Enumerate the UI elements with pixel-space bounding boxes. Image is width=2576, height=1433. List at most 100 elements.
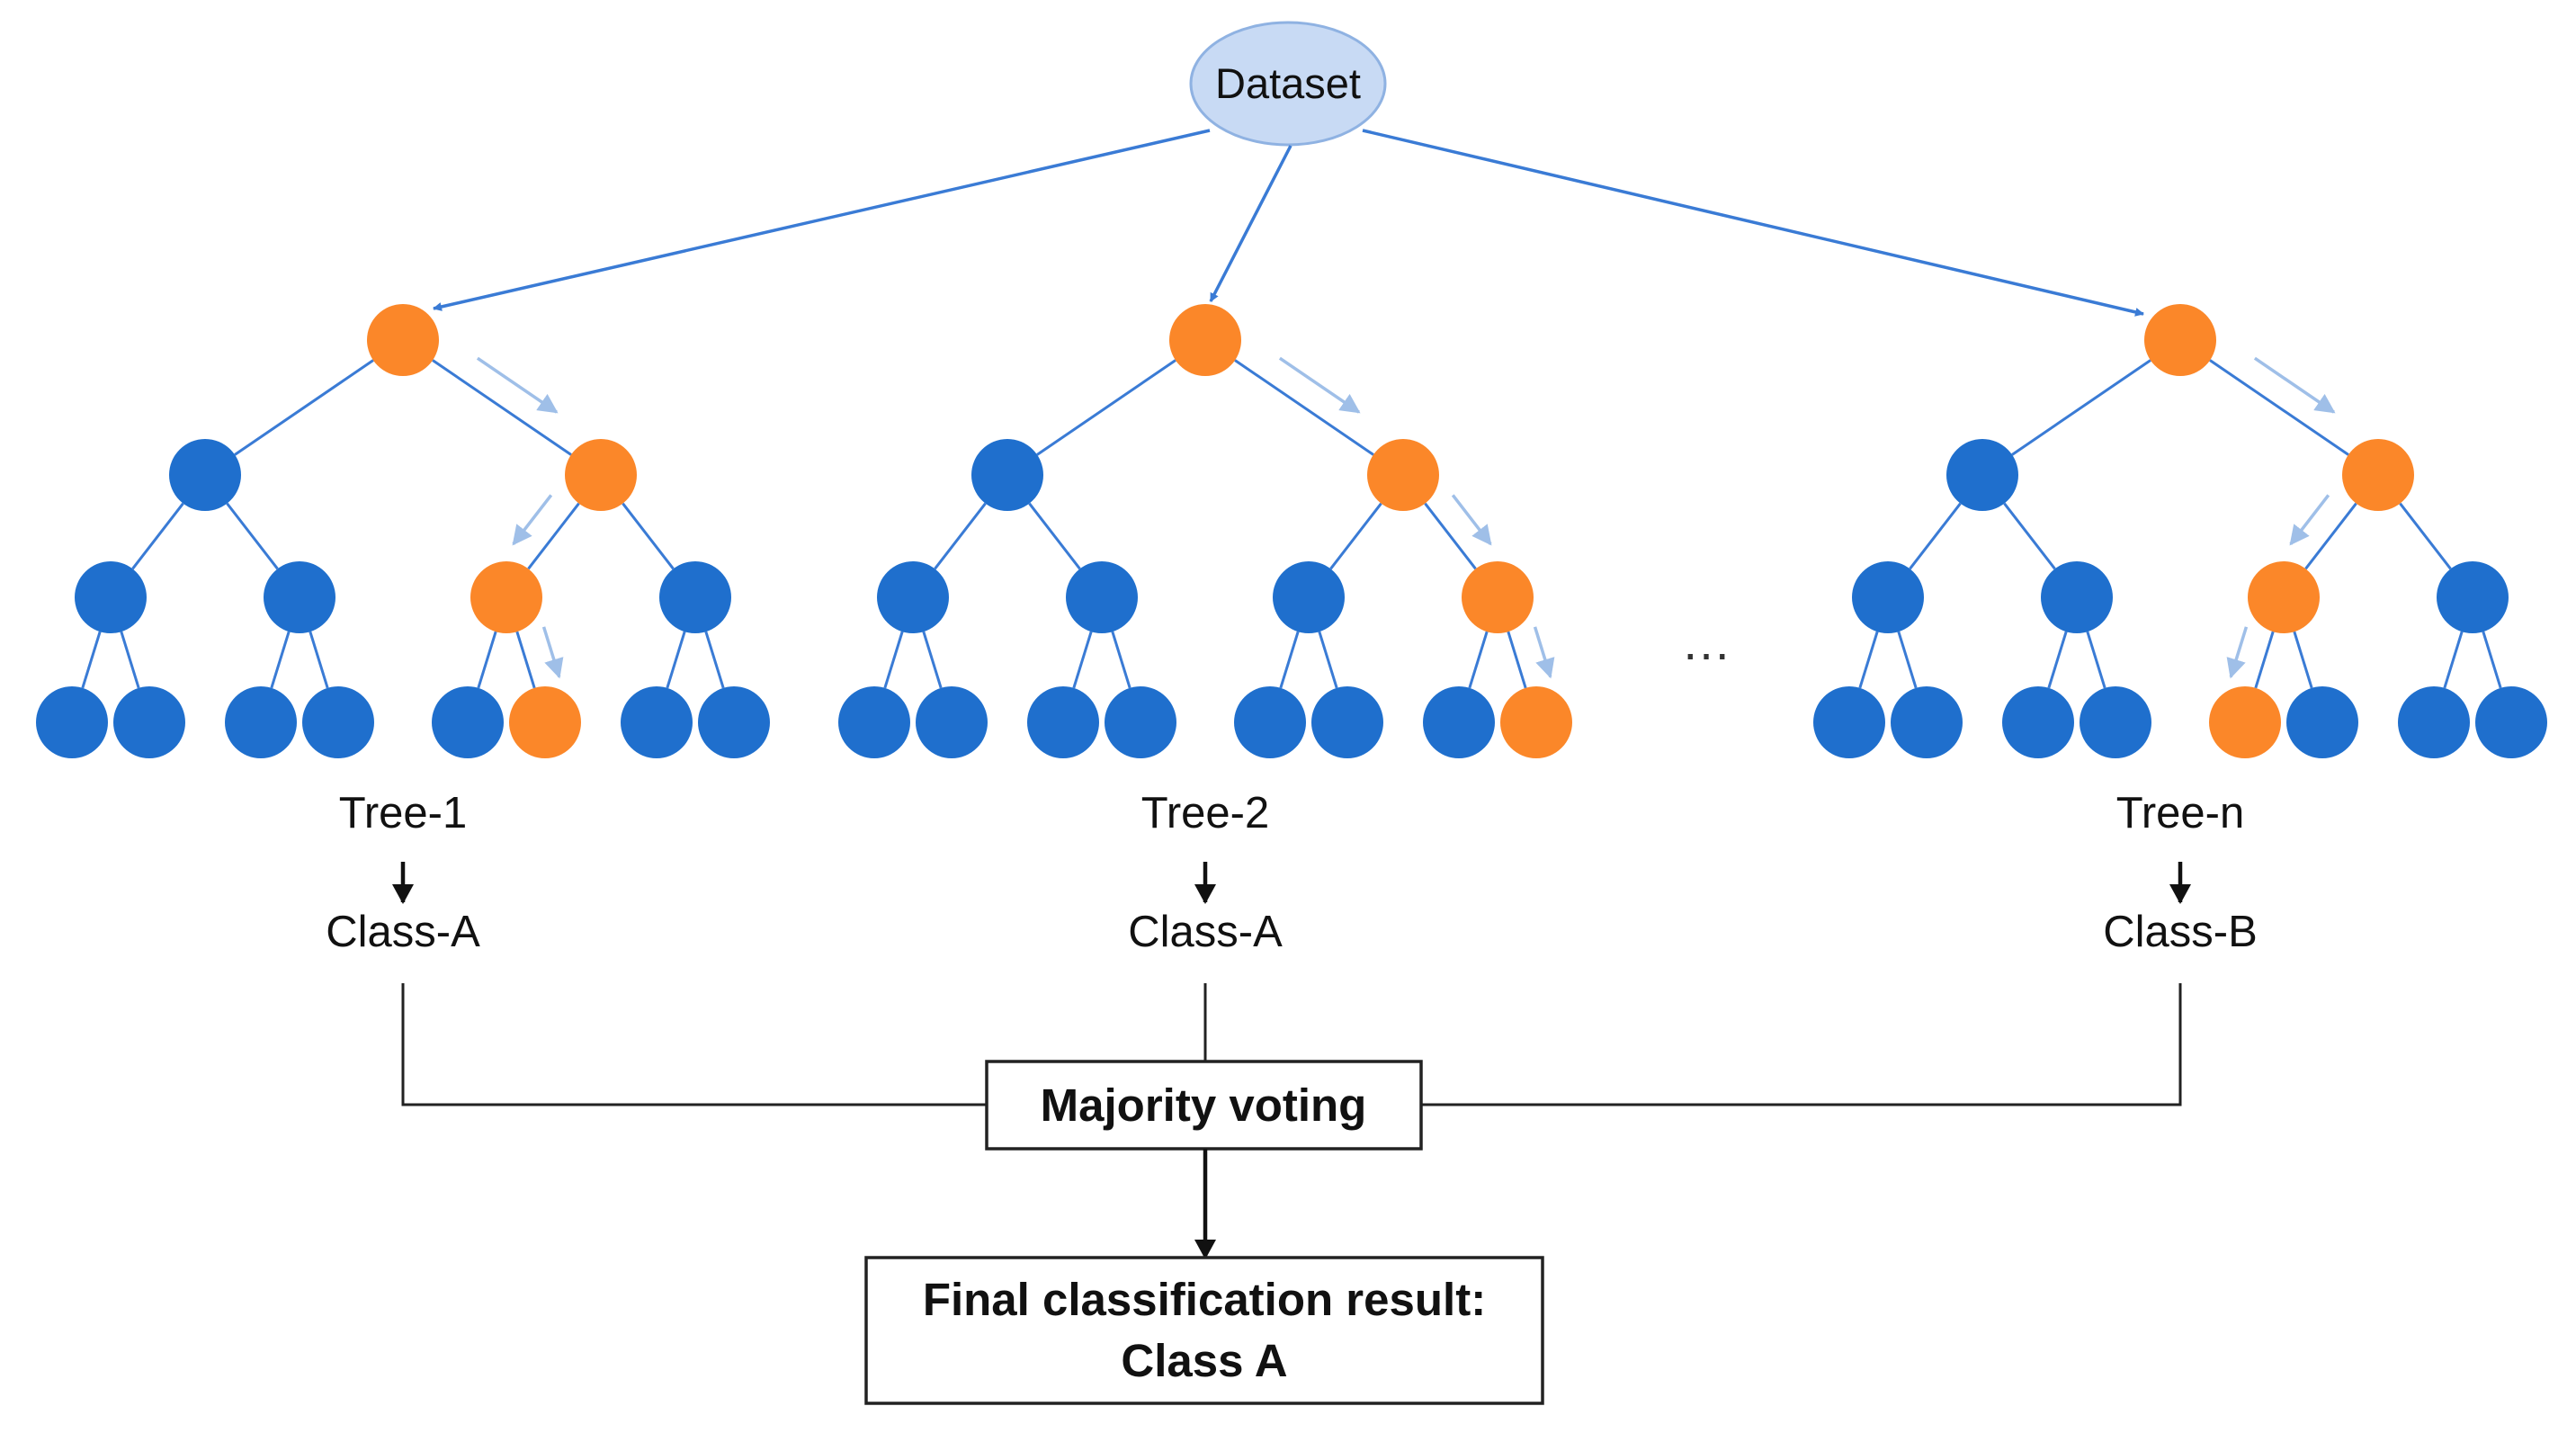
tree-edge xyxy=(1279,631,1300,689)
tree-edge xyxy=(1329,502,1382,570)
tree-node xyxy=(75,561,147,633)
dataset-to-tree-n-arrow xyxy=(1362,129,2144,317)
decision-path-arrows xyxy=(476,356,564,679)
tree-nodes xyxy=(1813,304,2547,758)
dataset-arrows xyxy=(433,129,2144,317)
ellipsis: … xyxy=(1681,614,1731,670)
tree-edge xyxy=(934,502,987,570)
tree-node xyxy=(169,439,241,511)
tree-node xyxy=(2002,686,2074,758)
tree-edge xyxy=(1909,502,1962,570)
path-arrow xyxy=(2226,626,2249,679)
tree-node xyxy=(621,686,693,758)
tree-edge xyxy=(1318,631,1338,689)
path-arrow xyxy=(476,356,559,414)
majority-voting-box: Majority voting xyxy=(985,1060,1423,1151)
tree-edge xyxy=(2086,631,2106,689)
tree-node xyxy=(1273,561,1345,633)
tree-node xyxy=(971,439,1043,511)
tree-edge xyxy=(622,502,675,570)
tree-node xyxy=(1813,686,1885,758)
tree-node xyxy=(113,686,185,758)
tree-edge xyxy=(432,359,572,456)
majority-voting-label: Majority voting xyxy=(1041,1079,1367,1131)
tree-edge xyxy=(2047,631,2068,689)
path-node xyxy=(2248,561,2320,633)
tree-edge xyxy=(477,631,497,689)
tree-name: Tree-2 xyxy=(1141,789,1270,837)
tree-node xyxy=(1852,561,1924,633)
tree-edge xyxy=(1111,631,1131,689)
path-node xyxy=(1500,686,1572,758)
tree-node xyxy=(1234,686,1306,758)
path-arrow xyxy=(512,494,553,546)
tree-node xyxy=(1311,686,1383,758)
tree-node xyxy=(877,561,949,633)
tree-nodes xyxy=(36,304,770,758)
dataset-label: Dataset xyxy=(1215,59,1361,107)
tree-edge xyxy=(2293,631,2313,689)
tree-edge xyxy=(1468,631,1489,689)
tree-node xyxy=(2041,561,2113,633)
tree-n-connector xyxy=(1421,983,2182,1106)
tree-edge xyxy=(1858,631,1879,689)
tree-edge xyxy=(883,631,904,689)
tree-node xyxy=(432,686,504,758)
path-node xyxy=(1169,304,1241,376)
tree-edge xyxy=(309,631,329,689)
tree-node xyxy=(302,686,374,758)
voting-connectors xyxy=(401,983,2182,1106)
path-arrow xyxy=(541,626,564,679)
tree-edge xyxy=(1028,502,1081,570)
tree-node xyxy=(2080,686,2151,758)
tree-node xyxy=(1027,686,1099,758)
tree-edge xyxy=(2304,502,2357,570)
tree-edge xyxy=(131,502,184,570)
path-arrow xyxy=(2253,356,2336,414)
tree-node xyxy=(698,686,770,758)
tree-node xyxy=(225,686,297,758)
tree-node xyxy=(2437,561,2509,633)
dataset-to-tree-2-arrow xyxy=(1209,145,1292,302)
tree-edge xyxy=(1507,631,1527,689)
tree-1-connector xyxy=(401,983,987,1106)
tree-node xyxy=(1066,561,1138,633)
tree-edge xyxy=(922,631,943,689)
tree-node xyxy=(916,686,988,758)
tree-edge xyxy=(2254,631,2275,689)
tree-edge xyxy=(270,631,291,689)
tree-node xyxy=(659,561,731,633)
path-node xyxy=(509,686,581,758)
tree-node xyxy=(838,686,910,758)
dataset-to-tree-1-arrow xyxy=(433,129,1211,311)
final-result-line-2: Class A xyxy=(1121,1335,1287,1386)
tree-node xyxy=(2475,686,2547,758)
tree-edge xyxy=(1234,359,1374,456)
tree-edge xyxy=(666,631,686,689)
path-node xyxy=(2342,439,2414,511)
decision-path-arrows xyxy=(2226,356,2336,679)
tree-name: Tree-n xyxy=(2116,789,2245,837)
path-arrow xyxy=(1278,356,1361,414)
tree-edge xyxy=(2209,359,2349,456)
tree-edge xyxy=(1036,359,1176,456)
path-node xyxy=(2209,686,2281,758)
path-arrow xyxy=(1533,626,1555,679)
path-arrow xyxy=(1451,494,1492,546)
tree-edge xyxy=(81,631,102,689)
tree-edge xyxy=(1897,631,1918,689)
tree-edge xyxy=(2399,502,2452,570)
tree-node xyxy=(2398,686,2470,758)
tree-edge xyxy=(234,359,374,456)
tree-node xyxy=(1946,439,2018,511)
tree-node xyxy=(36,686,108,758)
tree-edge xyxy=(2011,359,2151,456)
tree-edge xyxy=(2482,631,2502,689)
dataset-node: Dataset xyxy=(1189,21,1387,147)
path-node xyxy=(565,439,637,511)
path-node xyxy=(470,561,542,633)
tree-node xyxy=(264,561,335,633)
path-node xyxy=(1367,439,1439,511)
tree-node xyxy=(1105,686,1176,758)
